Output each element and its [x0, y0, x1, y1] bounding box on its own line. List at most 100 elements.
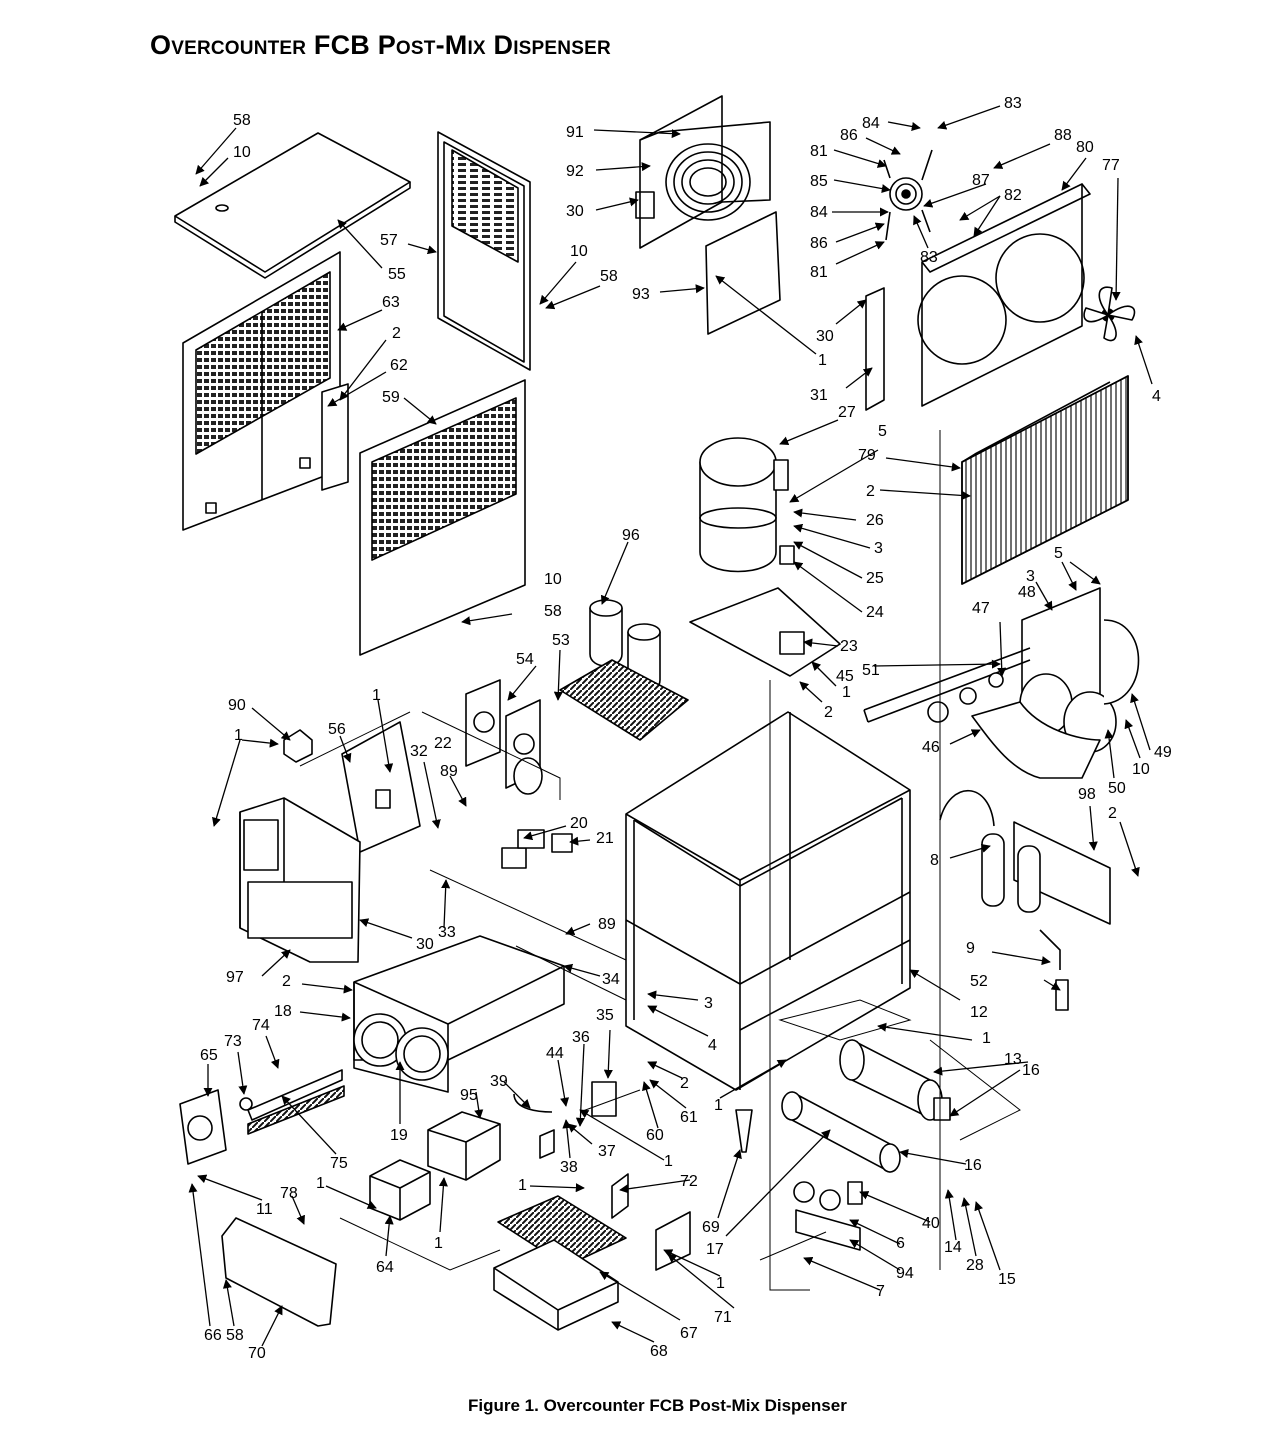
callout-77: 77	[1102, 157, 1120, 174]
switch-90	[283, 729, 313, 763]
bracket-71	[655, 1211, 691, 1271]
callout-83: 83	[1004, 95, 1022, 112]
leader-arrows	[188, 105, 1153, 1347]
callout-14: 14	[944, 1239, 962, 1256]
callout-15: 15	[998, 1271, 1016, 1288]
callout-39: 39	[490, 1073, 508, 1090]
callout-64: 64	[376, 1259, 394, 1276]
callout-60: 60	[646, 1127, 664, 1144]
manifold-75	[239, 1069, 345, 1135]
callout-4: 4	[708, 1037, 717, 1054]
callout-22: 22	[434, 735, 452, 752]
callout-1: 1	[518, 1177, 527, 1194]
callout-55: 55	[388, 266, 406, 283]
callout-36: 36	[572, 1029, 590, 1046]
callout-2: 2	[282, 973, 291, 990]
callout-97: 97	[226, 969, 244, 986]
callout-96: 96	[622, 527, 640, 544]
callout-1: 1	[714, 1097, 723, 1114]
figure-caption: Figure 1. Overcounter FCB Post-Mix Dispe…	[468, 1396, 847, 1415]
callout-4: 4	[1152, 388, 1161, 405]
callout-10: 10	[544, 571, 562, 588]
callout-62: 62	[390, 357, 408, 374]
callout-72: 72	[680, 1173, 698, 1190]
callout-98: 98	[1078, 786, 1096, 803]
rear-panel-57	[437, 131, 531, 371]
callout-75: 75	[330, 1155, 348, 1172]
control-box-64	[369, 1159, 431, 1221]
callout-24: 24	[866, 604, 884, 621]
callout-94: 94	[896, 1265, 914, 1282]
callout-58: 58	[544, 603, 562, 620]
callout-87: 87	[972, 172, 990, 189]
callout-19: 19	[390, 1127, 408, 1144]
callout-10: 10	[233, 144, 251, 161]
callout-71: 71	[714, 1309, 732, 1326]
callout-32: 32	[410, 743, 428, 760]
transformer-95	[427, 1111, 501, 1181]
callout-49: 49	[1154, 744, 1172, 761]
callout-28: 28	[966, 1257, 984, 1274]
callout-93: 93	[632, 286, 650, 303]
callout-92: 92	[566, 163, 584, 180]
callout-2: 2	[680, 1075, 689, 1092]
callout-89: 89	[598, 916, 616, 933]
callout-45: 45	[836, 668, 854, 685]
relay-35	[513, 1081, 617, 1159]
callout-1: 1	[372, 687, 381, 704]
callout-27: 27	[838, 404, 856, 421]
base-plate-45	[689, 587, 841, 677]
callout-81: 81	[810, 264, 828, 281]
callout-20: 20	[570, 815, 588, 832]
callout-2: 2	[392, 325, 401, 342]
callout-35: 35	[596, 1007, 614, 1024]
callout-40: 40	[922, 1215, 940, 1232]
gasket-46	[971, 701, 1101, 779]
callout-3: 3	[1026, 568, 1035, 585]
callout-57: 57	[380, 232, 398, 249]
leg-69	[735, 1109, 753, 1153]
bracket-72	[611, 1173, 629, 1219]
callout-labels: 58 10 55 57 10 58 63 2 62 59 91 92 30 93…	[200, 95, 1172, 1362]
callout-61: 61	[680, 1109, 698, 1126]
callout-84: 84	[862, 115, 880, 132]
callout-69: 69	[702, 1219, 720, 1236]
callout-63: 63	[382, 294, 400, 311]
callout-89: 89	[440, 763, 458, 780]
callout-23: 23	[840, 638, 858, 655]
callout-1: 1	[818, 352, 827, 369]
callout-9: 9	[966, 940, 975, 957]
callout-58: 58	[600, 268, 618, 285]
callout-5: 5	[878, 423, 887, 440]
bracket-31	[865, 287, 885, 411]
callout-7: 7	[876, 1283, 885, 1300]
callout-59: 59	[382, 389, 400, 406]
fan-blade-77	[1083, 286, 1136, 342]
callout-38: 38	[560, 1159, 578, 1176]
callout-1: 1	[842, 684, 851, 701]
callout-11: 11	[256, 1201, 273, 1218]
callout-13: 13	[1004, 1051, 1022, 1068]
reference-lines	[299, 430, 1021, 1291]
callout-1: 1	[316, 1175, 325, 1192]
callout-18: 18	[274, 1003, 292, 1020]
callout-16: 16	[964, 1157, 982, 1174]
callout-31: 31	[810, 387, 828, 404]
callout-5: 5	[1054, 545, 1063, 562]
callout-91: 91	[566, 124, 584, 141]
callout-85: 85	[810, 173, 828, 190]
callout-88: 88	[1054, 127, 1072, 144]
lower-panel-70	[221, 1217, 337, 1327]
valve-65	[179, 1089, 227, 1165]
callout-53: 53	[552, 632, 570, 649]
water-bath-tank-18	[353, 935, 565, 1093]
receiver-tank-13	[839, 1039, 951, 1121]
callout-48: 48	[1018, 584, 1036, 601]
callout-10: 10	[1132, 761, 1150, 778]
callout-50: 50	[1108, 780, 1126, 797]
callout-21: 21	[596, 830, 614, 847]
pump-motor-assembly-48	[863, 587, 1140, 753]
callout-34: 34	[602, 971, 620, 988]
callout-74: 74	[252, 1017, 270, 1034]
callout-30: 30	[566, 203, 584, 220]
